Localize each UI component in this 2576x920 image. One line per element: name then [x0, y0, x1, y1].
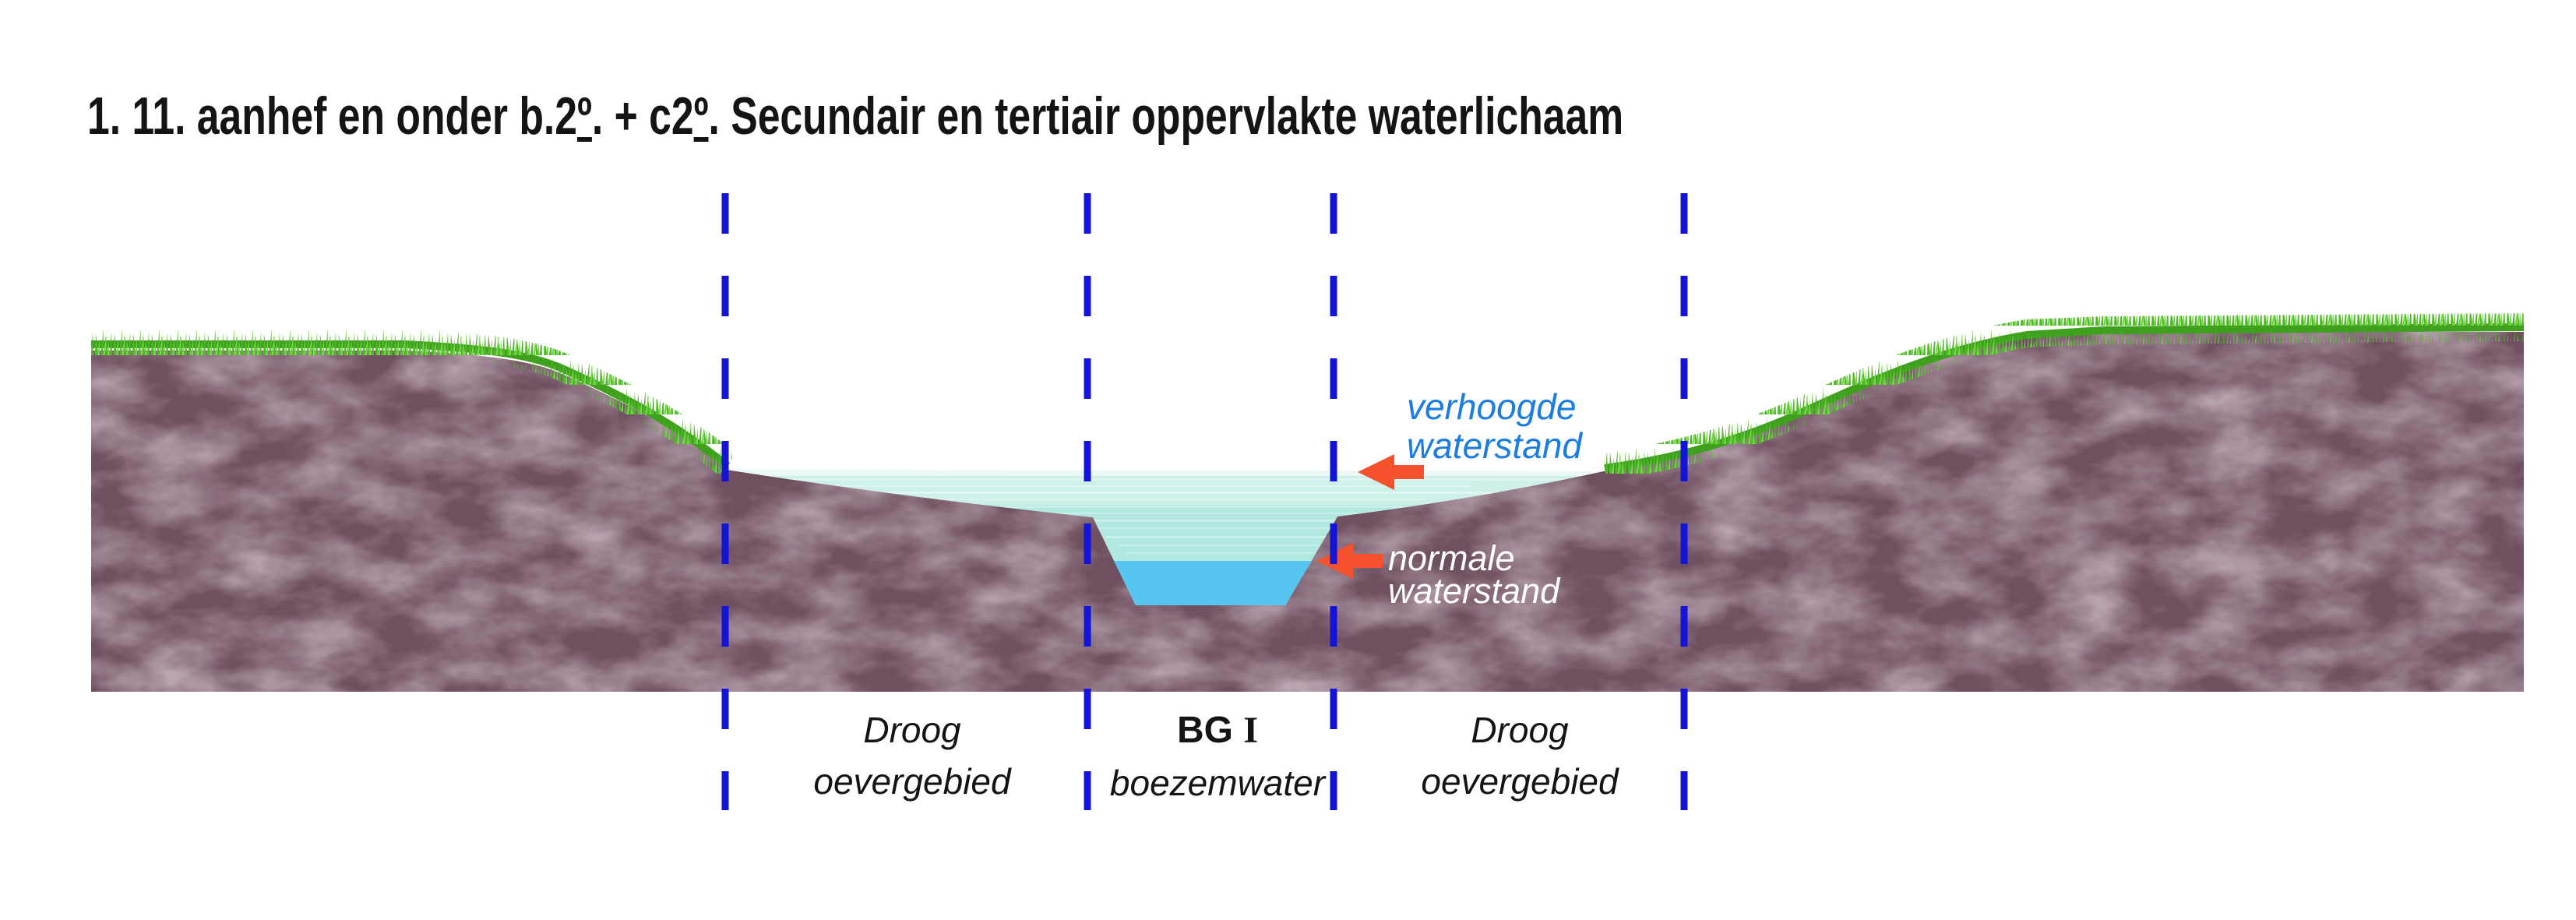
- zone-label-left: Droog oevergebied: [756, 710, 1068, 801]
- page-title: 1. 11. aanhef en onder b.2º. + c2º. Secu…: [87, 86, 1624, 146]
- elevated-water-label-line2: waterstand: [1407, 425, 1583, 466]
- zone-left-line1: Droog: [863, 710, 961, 750]
- zone-label-right: Droog oevergebied: [1364, 710, 1676, 801]
- zone-boundary-lines: [721, 193, 1688, 810]
- zone-right-line1: Droog: [1471, 710, 1569, 750]
- normal-water-label-line1: normale: [1388, 538, 1515, 578]
- zone-right-line2: oevergebied: [1421, 761, 1619, 802]
- elevated-water-label: verhoogde waterstand: [1407, 387, 1582, 465]
- grass-left-bank: [91, 329, 737, 476]
- zone-center-name: boezemwater: [1109, 763, 1326, 803]
- elevated-water-label-line1: verhoogde: [1407, 386, 1577, 427]
- normal-water-label: normale waterstand: [1388, 538, 1560, 611]
- grass-right-bank: [1602, 313, 2525, 481]
- elevated-water-arrow-icon: [1358, 454, 1424, 490]
- zone-center-code: BG I: [1062, 710, 1373, 751]
- normal-water-label-line2: waterstand: [1388, 571, 1560, 611]
- grass: [91, 313, 2525, 481]
- normal-water-body: [1114, 561, 1312, 605]
- zone-center-numeral: I: [1243, 710, 1259, 751]
- zone-label-center: BG I boezemwater: [1062, 710, 1373, 803]
- normal-water-arrow-icon: [1316, 543, 1383, 579]
- zone-center-code-text: BG: [1176, 710, 1233, 751]
- zone-left-line2: oevergebied: [813, 761, 1011, 802]
